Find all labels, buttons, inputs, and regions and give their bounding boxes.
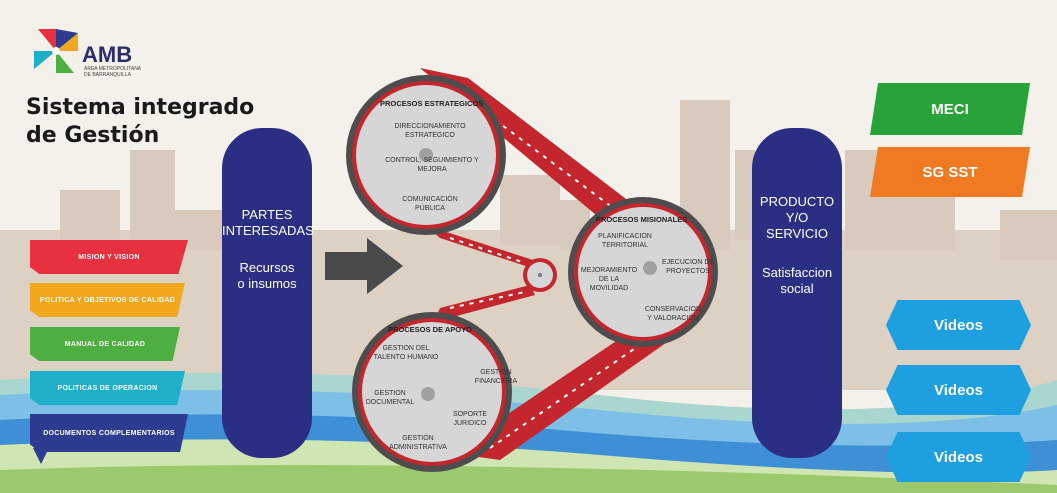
misionales-item-2-line2: de la (598, 276, 620, 283)
apoyo-item-5[interactable]: Gestión administrativa (378, 434, 458, 452)
producto-line3: SERVICIO (766, 226, 828, 241)
partes-line3: Recursos (239, 260, 295, 275)
apoyo-item-3-line2: documental (365, 399, 415, 406)
estrategicos-item-1-line1: Direccionamiento (394, 123, 466, 130)
partes-interesadas-pill: PARTES INTERESADAS Recursos o insumos (222, 128, 314, 458)
apoyo-item-1[interactable]: Gestion del talento humano (366, 344, 446, 362)
logo-subtitle: ÁREA METROPOLITANA DE BARRANQUILLA (84, 66, 141, 78)
amb-logo (30, 25, 82, 82)
apoyo-heading: Procesos de apoyo (388, 325, 472, 334)
apoyo-item-2-line2: financiera (474, 378, 518, 385)
apoyo-item-4-line1: Soporte (452, 411, 488, 418)
misionales-item-3-line1: Ejecucion de (661, 259, 715, 266)
estrategicos-item-3-line1: Comunicación (402, 196, 458, 203)
apoyo-item-2-line1: Gestion (480, 369, 512, 376)
misionales-item-2-line1: Mejoramiento (580, 267, 638, 274)
misionales-item-2-line3: movilidad (589, 285, 629, 292)
logo-subtitle-line1: ÁREA METROPOLITANA (84, 66, 142, 72)
apoyo-item-1-line1: Gestion del (382, 345, 430, 352)
estrategicos-heading: Procesos Estrategicos (380, 99, 484, 108)
apoyo-item-5-line2: administrativa (389, 444, 447, 451)
misionales-item-4-line1: Conservacion (644, 306, 702, 313)
producto-line2: Y/O (785, 210, 809, 225)
estrategicos-item-2[interactable]: Control, seguimiento y mejora (377, 156, 487, 174)
pinwheel-logo-icon (34, 29, 78, 73)
misionales-item-3-line2: proyectos (666, 268, 710, 275)
apoyo-item-3[interactable]: Gestion documental (360, 389, 420, 407)
logo-name: AMB (82, 42, 133, 67)
videos-button-2[interactable]: Videos (886, 365, 1031, 415)
estrategicos-item-3-line2: pública (415, 205, 445, 212)
partes-line1: PARTES (241, 207, 293, 222)
menu-manual-calidad[interactable]: Manual de calidad (30, 327, 180, 361)
partes-line2: INTERESADAS (222, 223, 314, 238)
page-title: Sistema integrado de Gestión (26, 94, 254, 150)
menu-mision-vision[interactable]: Mision y vision (30, 240, 188, 274)
videos-button-1[interactable]: Videos (886, 300, 1031, 350)
producto-servicio-pill: PRODUCTO Y/O SERVICIO Satisfaccion socia… (752, 128, 842, 458)
sgsst-button[interactable]: SG SST (870, 147, 1030, 197)
estrategicos-item-1[interactable]: Direccionamiento estrategico (380, 122, 480, 140)
meci-button[interactable]: MECI (870, 83, 1030, 135)
logo-subtitle-line2: DE BARRANQUILLA (84, 72, 131, 78)
apoyo-item-1-line2: talento humano (373, 354, 439, 361)
producto-line1: PRODUCTO (759, 194, 835, 209)
misionales-item-2[interactable]: Mejoramiento de la movilidad (578, 266, 640, 293)
videos-button-3[interactable]: Videos (886, 432, 1031, 482)
apoyo-item-4[interactable]: Soporte juridico (440, 410, 500, 428)
misionales-item-1-line1: Planificacion (598, 233, 652, 240)
misionales-item-4[interactable]: Conservacion y valoración (634, 305, 712, 323)
misionales-heading: Procesos misionales (596, 215, 688, 224)
estrategicos-item-2-line2: mejora (417, 166, 447, 173)
producto-line4: Satisfaccion (761, 265, 833, 280)
apoyo-item-5-line1: Gestión (402, 435, 434, 442)
apoyo-item-3-line1: Gestion (374, 390, 406, 397)
menu-politicas-operacion[interactable]: Politicas de operacion (30, 371, 185, 405)
partes-line4: o insumos (237, 276, 297, 291)
misionales-item-1-line2: territorial (601, 242, 649, 249)
estrategicos-item-1-line2: estrategico (405, 132, 455, 139)
producto-line5: social (780, 281, 814, 296)
estrategicos-item-2-line1: Control, seguimiento y (385, 157, 479, 164)
misionales-item-1[interactable]: Planificacion territorial (590, 232, 660, 250)
apoyo-item-4-line2: juridico (453, 420, 487, 427)
estrategicos-item-3[interactable]: Comunicación pública (380, 195, 480, 213)
process-belt-diagram (346, 68, 718, 472)
right-arrow-icon (325, 238, 403, 294)
ribbon-tail-icon (33, 448, 49, 464)
apoyo-item-2[interactable]: Gestion financiera (466, 368, 526, 386)
title-line2: de Gestión (26, 123, 160, 148)
misionales-item-3[interactable]: Ejecucion de proyectos (656, 258, 720, 276)
menu-politica-objetivos[interactable]: Politica y objetivos de calidad (30, 283, 185, 317)
menu-documentos-complementarios[interactable]: Documentos complementarios (30, 414, 188, 452)
misionales-item-4-line2: y valoración (647, 315, 699, 322)
title-line1: Sistema integrado (26, 95, 255, 120)
